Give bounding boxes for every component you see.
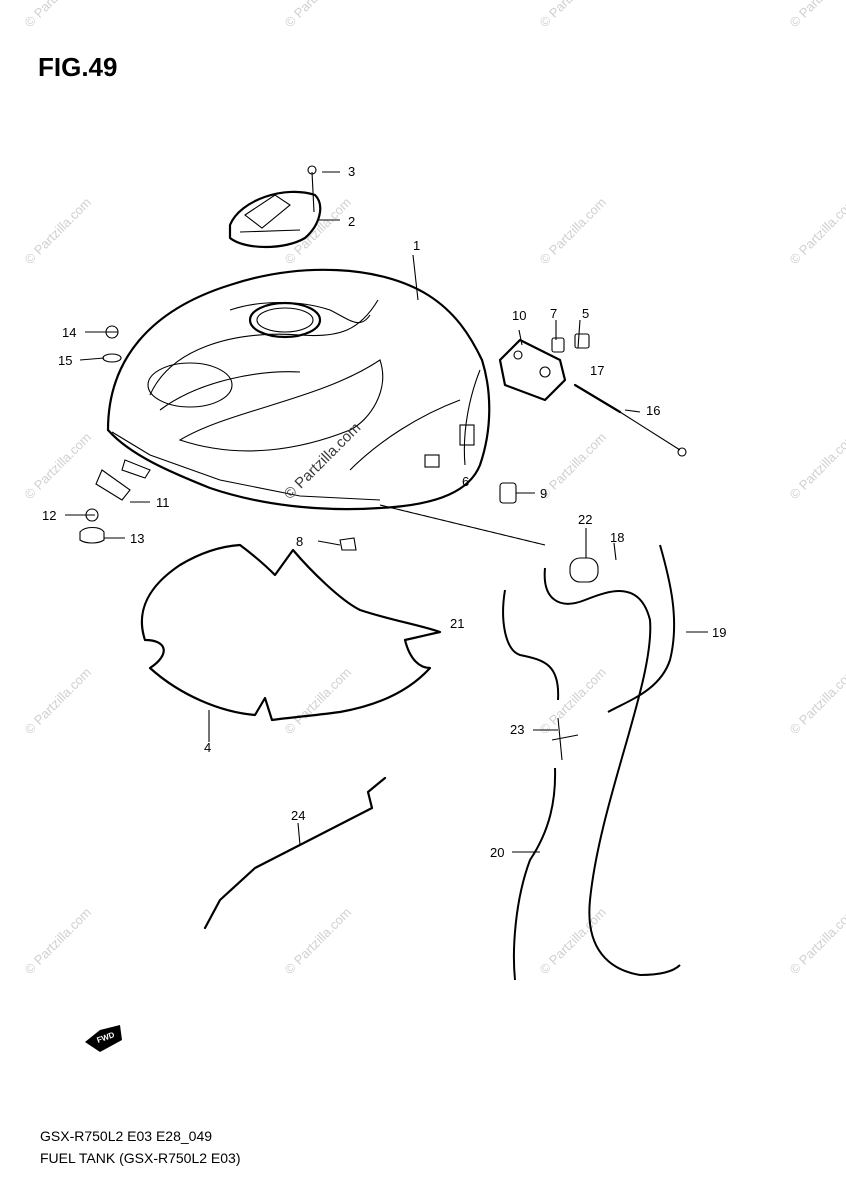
callout-10: 10 xyxy=(512,308,526,323)
callout-24: 24 xyxy=(291,808,305,823)
watermark: © Partzilla.com xyxy=(787,665,846,738)
callout-15: 15 xyxy=(58,353,72,368)
watermark: © Partzilla.com xyxy=(22,430,95,503)
fuel-cap-assembly xyxy=(228,165,322,249)
watermark: © Partzilla.com xyxy=(22,665,95,738)
bolt-16 xyxy=(573,383,687,457)
callout-23: 23 xyxy=(510,722,524,737)
watermark-center: © Partzilla.com xyxy=(281,419,364,502)
watermark: © Partzilla.com xyxy=(537,430,610,503)
callout-2: 2 xyxy=(348,214,355,229)
callout-1: 1 xyxy=(413,238,420,253)
watermark: © Partzilla.com xyxy=(787,195,846,268)
watermark: © Partzilla.com xyxy=(22,195,95,268)
watermark: © Partzilla.com xyxy=(282,665,355,738)
watermark: © Partzilla.com xyxy=(282,0,355,30)
callout-20: 20 xyxy=(490,845,504,860)
callout-18: 18 xyxy=(610,530,624,545)
callout-7: 7 xyxy=(550,306,557,321)
watermark: © Partzilla.com xyxy=(537,905,610,978)
callout-21: 21 xyxy=(450,616,464,631)
figure-title: FIG.49 xyxy=(38,52,118,82)
watermark: © Partzilla.com xyxy=(787,0,846,30)
callout-4: 4 xyxy=(204,740,211,755)
watermark: © Partzilla.com xyxy=(22,905,95,978)
watermark: © Partzilla.com xyxy=(537,0,610,30)
callout-14: 14 xyxy=(62,325,76,340)
tank-bracket xyxy=(498,338,567,402)
callout-9: 9 xyxy=(540,486,547,501)
watermark: © Partzilla.com xyxy=(537,195,610,268)
leader-lines xyxy=(65,171,708,853)
tank-gasket xyxy=(140,543,442,722)
watermark: © Partzilla.com xyxy=(537,665,610,738)
callout-12: 12 xyxy=(42,508,56,523)
watermark: © Partzilla.com xyxy=(787,430,846,503)
callout-17: 17 xyxy=(590,363,604,378)
rod-24 xyxy=(203,776,387,930)
callout-labels: 1 2 3 4 5 6 7 8 9 10 11 12 13 14 15 16 1… xyxy=(42,164,726,860)
callout-16: 16 xyxy=(646,403,660,418)
watermark: © Partzilla.com xyxy=(282,195,355,268)
hoses xyxy=(502,544,681,981)
callout-13: 13 xyxy=(130,531,144,546)
watermark-layer: © Partzilla.com © Partzilla.com © Partzi… xyxy=(22,0,846,977)
figure-caption: FUEL TANK (GSX-R750L2 E03) xyxy=(40,1150,241,1166)
callout-22: 22 xyxy=(578,512,592,527)
watermark: © Partzilla.com xyxy=(282,905,355,978)
callout-8: 8 xyxy=(296,534,303,549)
callout-3: 3 xyxy=(348,164,355,179)
callout-19: 19 xyxy=(712,625,726,640)
callout-6: 6 xyxy=(462,474,469,489)
callout-5: 5 xyxy=(582,306,589,321)
fuel-tank xyxy=(106,268,491,511)
watermark: © Partzilla.com xyxy=(787,905,846,978)
model-code: GSX-R750L2 E03 E28_049 xyxy=(40,1128,213,1144)
forward-arrow-icon: FWD xyxy=(85,1025,122,1052)
watermark: © Partzilla.com xyxy=(22,0,95,30)
callout-11: 11 xyxy=(156,495,170,510)
